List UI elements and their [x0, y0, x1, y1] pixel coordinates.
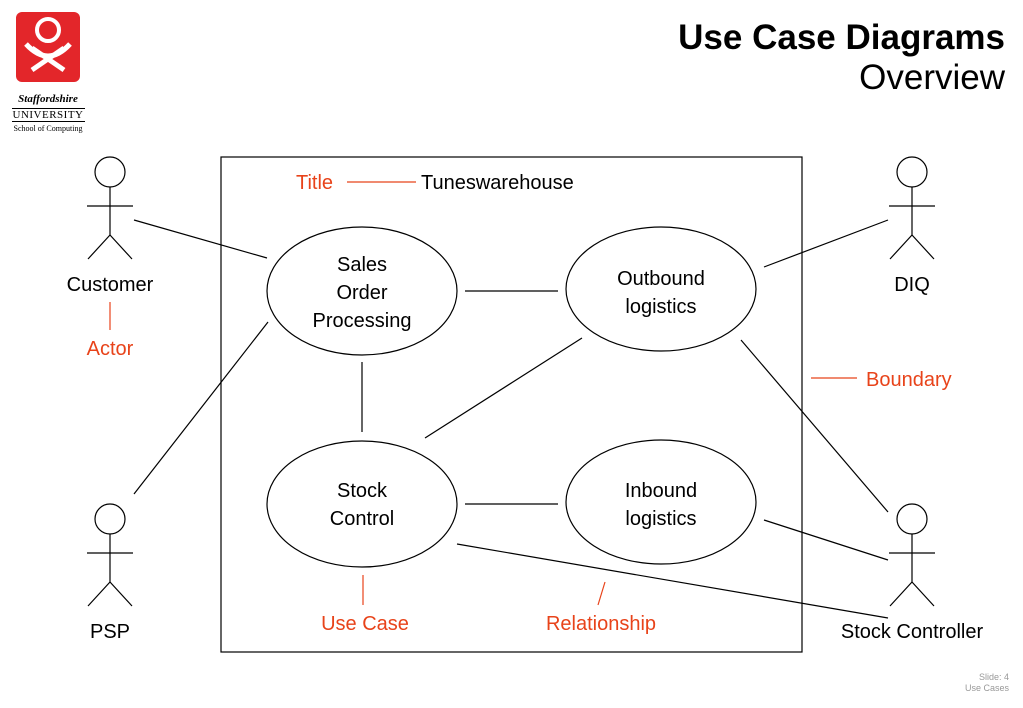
slide-number: Slide: 4 [978, 672, 1009, 682]
stock-label-line2: Control [330, 508, 394, 530]
actor-stock-controller-label: Stock Controller [841, 621, 984, 643]
use-case-inbound-logistics [565, 439, 757, 565]
annotation-use-case: Use Case [321, 613, 409, 635]
sales-label-line3: Processing [313, 310, 412, 332]
annotation-actor: Actor [87, 338, 134, 360]
system-title: Tuneswarehouse [421, 172, 574, 194]
sales-label-line1: Sales [337, 254, 387, 276]
link-controller-inbound [763, 519, 889, 561]
annotation-title: Title [296, 172, 333, 194]
sales-label-line2: Order [336, 282, 387, 304]
slide-footer: Slide: 4 Use Cases [965, 672, 1009, 694]
actor-stock-controller-icon [889, 503, 935, 607]
slide-heading: Use Case Diagrams Overview [678, 18, 1005, 98]
actor-customer-icon [87, 156, 133, 260]
link-controller-outbound [740, 339, 889, 513]
outbound-label-line1: Outbound [617, 268, 705, 290]
logo-university: UNIVERSITY [11, 108, 85, 122]
logo-name: Staffordshire [18, 93, 78, 105]
actor-psp-icon [87, 503, 133, 607]
university-crest-icon [16, 12, 80, 82]
use-case-sales-order-processing [266, 226, 458, 356]
inbound-label-line2: logistics [625, 508, 696, 530]
actor-diq-label: DIQ [894, 274, 930, 296]
actor-customer-label: Customer [67, 274, 154, 296]
use-case-outbound-logistics [565, 226, 757, 352]
inbound-label-line1: Inbound [625, 480, 697, 502]
slide-section: Use Cases [964, 683, 1009, 693]
stock-label-line1: Stock [337, 480, 388, 502]
outbound-label-line2: logistics [625, 296, 696, 318]
link-psp-sales [133, 321, 269, 495]
actor-psp-label: PSP [90, 621, 130, 643]
logo-school: School of Computing [13, 124, 83, 133]
relationship-lines [133, 219, 889, 619]
link-controller-stock [456, 543, 889, 619]
link-customer-sales [133, 219, 268, 259]
annotation-relationship: Relationship [546, 613, 656, 635]
page-title: Use Case Diagrams [678, 18, 1005, 57]
page-subtitle: Overview [859, 58, 1005, 97]
actor-diq-icon [889, 156, 935, 260]
annotation-boundary: Boundary [866, 369, 952, 391]
link-diq-outbound [763, 219, 889, 268]
link-stock-outbound [424, 337, 583, 439]
university-logo: Staffordshire UNIVERSITY School of Compu… [8, 8, 88, 133]
system-boundary [220, 156, 803, 653]
annotation-pointers [109, 181, 857, 606]
use-case-stock-control [266, 440, 458, 568]
